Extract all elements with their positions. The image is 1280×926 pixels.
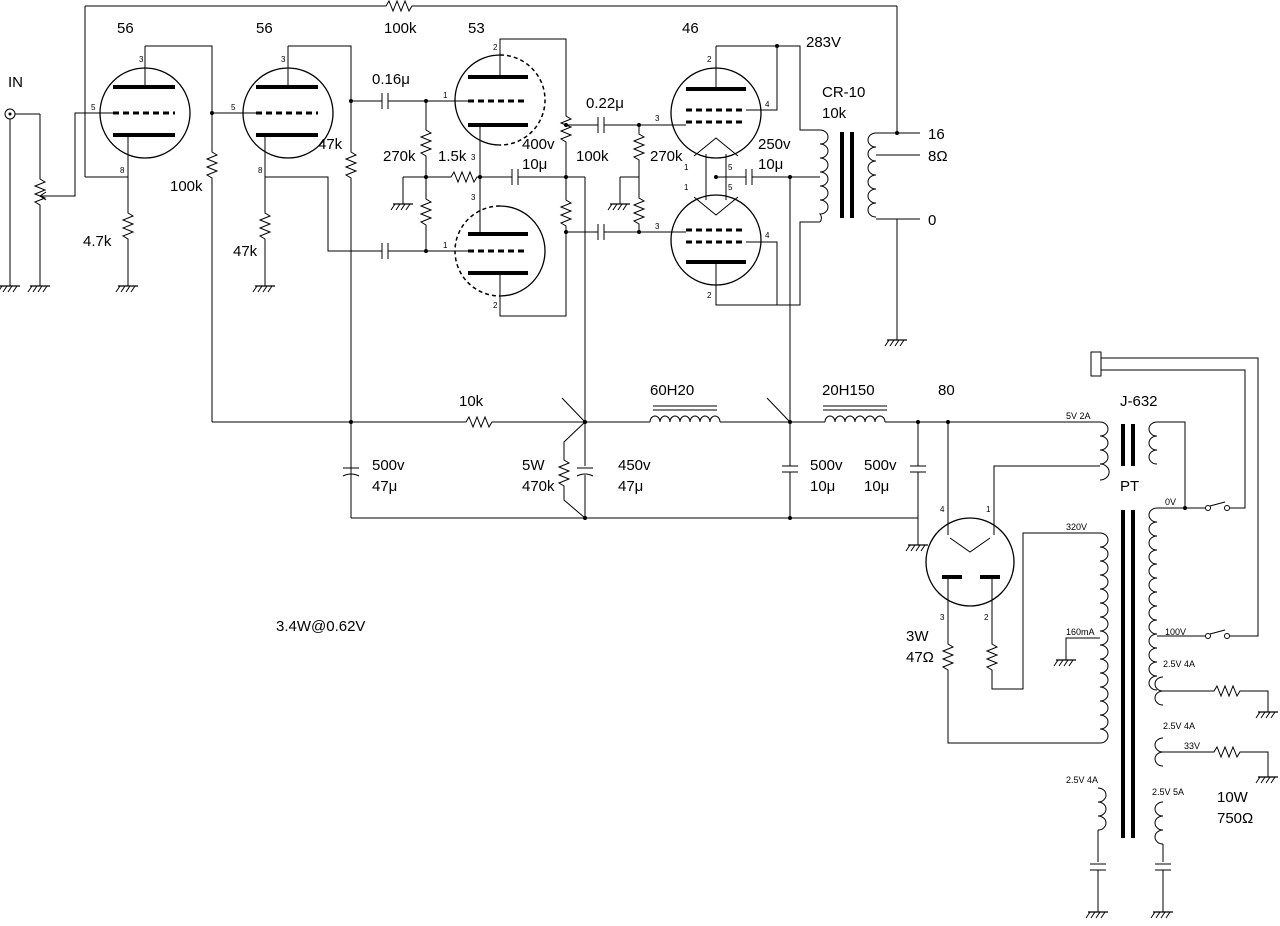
- c-f4-v-label: 500v: [864, 457, 897, 474]
- tube-v3-label: 53: [468, 20, 485, 37]
- choke1-label: 60H20: [650, 382, 694, 399]
- svg-text:3: 3: [281, 55, 286, 64]
- c-f3-v-label: 500v: [810, 457, 843, 474]
- ac-plug-icon: [1090, 351, 1102, 377]
- output-transformer: CR-10 10k 16 8Ω 0: [790, 84, 948, 347]
- pt-w320v: 320V: [1066, 522, 1087, 532]
- svg-text:1: 1: [684, 183, 689, 192]
- svg-text:5: 5: [91, 103, 96, 112]
- svg-text:4: 4: [940, 505, 945, 514]
- svg-text:2: 2: [984, 613, 989, 622]
- r-plate-v1-label: 100k: [170, 178, 203, 195]
- svg-text:1: 1: [986, 505, 991, 514]
- opt-tap8: 8Ω: [928, 148, 948, 165]
- tube-v4-label: 46: [682, 20, 699, 37]
- pt-w100v: 100V: [1165, 627, 1186, 637]
- svg-text:3: 3: [471, 153, 476, 162]
- svg-text:3: 3: [940, 613, 945, 622]
- c-couple2-label: 0.22μ: [586, 95, 624, 112]
- c-cath46-c-label: 10μ: [758, 156, 783, 173]
- svg-text:8: 8: [258, 166, 263, 175]
- input-section: IN: [0, 74, 88, 293]
- r-grid46-label: 270k: [650, 148, 683, 165]
- svg-text:1: 1: [443, 91, 448, 100]
- c-f4-c-label: 10μ: [864, 478, 889, 495]
- svg-text:4: 4: [765, 100, 770, 109]
- svg-text:5: 5: [728, 183, 733, 192]
- rect-label: 80: [938, 382, 955, 399]
- pt-wh4: 2.5V 5A: [1152, 787, 1184, 797]
- volume-pot: [34, 174, 46, 210]
- r-hum-w-label: 10W: [1217, 789, 1249, 806]
- svg-text:2: 2: [707, 55, 712, 64]
- tube-v4: 46 2 4 3 283V 3 4 2 1 1 5 5: [607, 20, 841, 422]
- r-cath-v1-label: 4.7k: [83, 233, 112, 250]
- r-80-label: 47Ω: [906, 649, 934, 666]
- c-cath53-v-label: 400v: [522, 136, 555, 153]
- b-plus-label: 283V: [806, 34, 841, 51]
- pt-w160ma: 160mA: [1066, 627, 1095, 637]
- rectifier-tube: 80 4 1 3 3W 47Ω 2: [906, 382, 1100, 744]
- ground-icon: [0, 285, 21, 293]
- tube-v3: 53 1 2 3 1 3 2 270k: [383, 20, 678, 422]
- pt-w0v: 0V: [1165, 497, 1176, 507]
- r-bleeder-w-label: 5W: [522, 457, 545, 474]
- opt-name: CR-10: [822, 84, 865, 101]
- svg-text:5: 5: [231, 103, 236, 112]
- svg-text:2: 2: [707, 291, 712, 300]
- power-note: 3.4W@0.62V: [276, 618, 365, 635]
- c-f2-c-label: 47μ: [618, 478, 643, 495]
- r-cath-v2-label: 47k: [233, 243, 258, 260]
- c-cath46-v-label: 250v: [758, 136, 791, 153]
- r-hum-label: 750Ω: [1217, 810, 1253, 827]
- power-supply-rail: 10k 60H20 20H150 500v 47μ 450v 47μ: [212, 382, 1100, 552]
- pt-label: PT: [1120, 478, 1139, 495]
- c-cath53-c-label: 10μ: [522, 156, 547, 173]
- opt-tap0: 0: [928, 212, 936, 229]
- svg-text:3: 3: [655, 222, 660, 231]
- r-plate-v2-label: 47k: [318, 136, 343, 153]
- pt-wh1: 2.5V 4A: [1163, 659, 1195, 669]
- c-f3-c-label: 10μ: [810, 478, 835, 495]
- r-cath53-label: 1.5k: [438, 148, 467, 165]
- tube-v2: 56 3 5 8 47k 47k 0.16μ: [231, 20, 440, 518]
- svg-text:3: 3: [471, 193, 476, 202]
- pt-wh3: 2.5V 4A: [1066, 775, 1098, 785]
- svg-text:2: 2: [493, 43, 498, 52]
- tube-v2-label: 56: [256, 20, 273, 37]
- tube-v1-label: 56: [117, 20, 134, 37]
- c-f1-v-label: 500v: [372, 457, 405, 474]
- power-transformer: J-632 PT 5V 2A 0V 100V 320V 160mA: [1053, 351, 1279, 919]
- pt-name: J-632: [1120, 393, 1158, 410]
- r-bleeder-label: 470k: [522, 478, 555, 495]
- svg-text:4: 4: [765, 231, 770, 240]
- feedback-line: 100k: [84, 0, 898, 177]
- r-plate53-label: 100k: [576, 148, 609, 165]
- c-couple1-label: 0.16μ: [372, 71, 410, 88]
- svg-text:3: 3: [655, 114, 660, 123]
- svg-text:1: 1: [684, 163, 689, 172]
- c-f1-c-label: 47μ: [372, 478, 397, 495]
- input-label: IN: [8, 74, 23, 91]
- svg-text:8: 8: [120, 166, 125, 175]
- svg-text:5: 5: [728, 163, 733, 172]
- r-80-w-label: 3W: [906, 628, 929, 645]
- r-dropper-label: 10k: [459, 393, 484, 410]
- c-f2-v-label: 450v: [618, 457, 651, 474]
- r-grid53-label: 270k: [383, 148, 416, 165]
- opt-tap16: 16: [928, 126, 945, 143]
- pt-wh2: 2.5V 4A: [1163, 721, 1195, 731]
- pt-w5v: 5V 2A: [1066, 411, 1091, 421]
- pt-w33v: 33V: [1184, 741, 1200, 751]
- svg-text:1: 1: [443, 241, 448, 250]
- opt-imp: 10k: [822, 105, 847, 122]
- r-feedback-label: 100k: [384, 20, 417, 37]
- tube-v1: 56 3 5 8 4.7k 100k: [83, 20, 246, 422]
- choke2-label: 20H150: [822, 382, 875, 399]
- svg-text:2: 2: [493, 301, 498, 310]
- svg-text:3: 3: [139, 55, 144, 64]
